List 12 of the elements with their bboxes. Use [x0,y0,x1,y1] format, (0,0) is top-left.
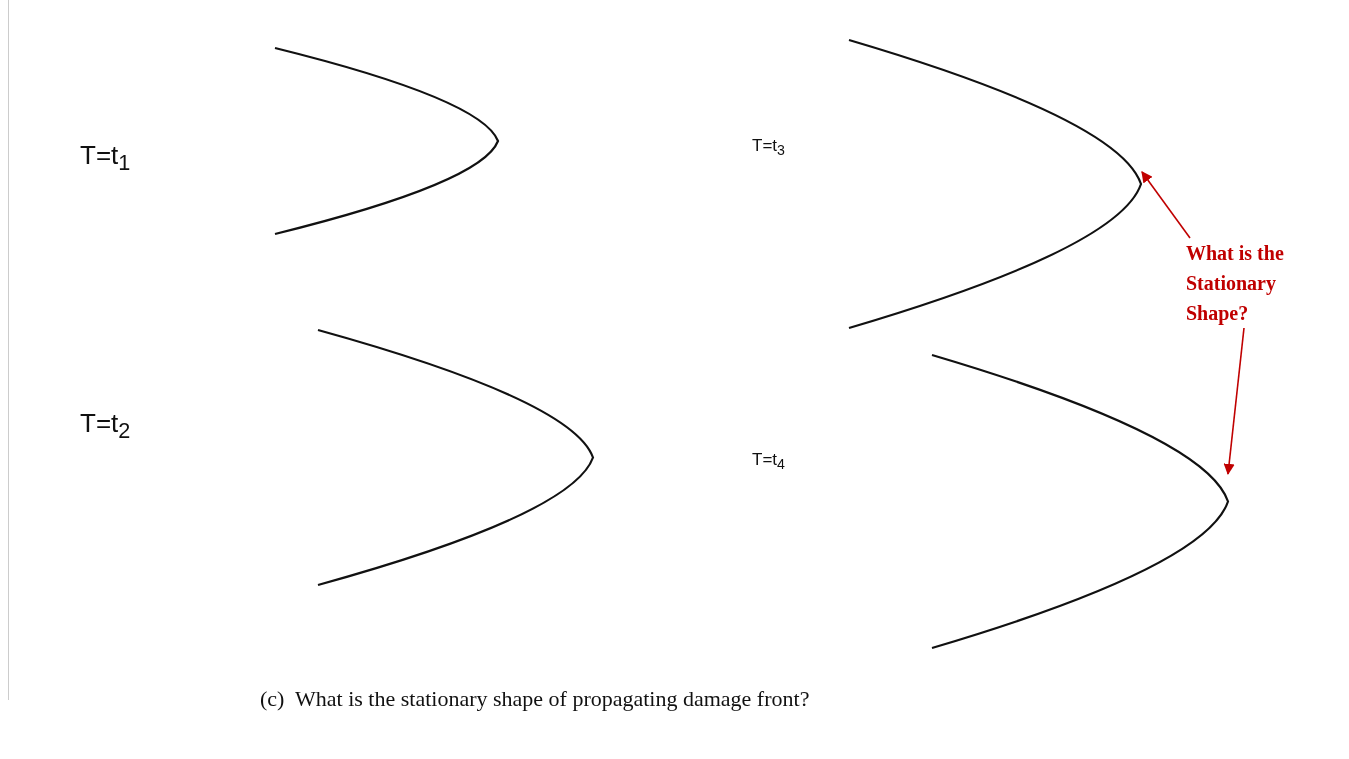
curve-drawing [930,353,1230,650]
arrow [1223,327,1245,476]
time-label: T=t$_{4}$ [752,450,785,473]
curve-drawing [273,46,500,236]
curve-drawing [316,328,595,587]
arrow [1141,171,1191,239]
caption: (c) What is the stationary shape of propagating damage front? [260,686,810,712]
time-label: T=t$_{3}$ [752,136,785,159]
question-text: What is the Stationary Shape? [1186,241,1285,327]
time-label: T=t$_{1}$ [80,140,131,177]
time-label: T=t$_{2}$ [80,408,131,445]
curve-drawing [847,38,1143,330]
